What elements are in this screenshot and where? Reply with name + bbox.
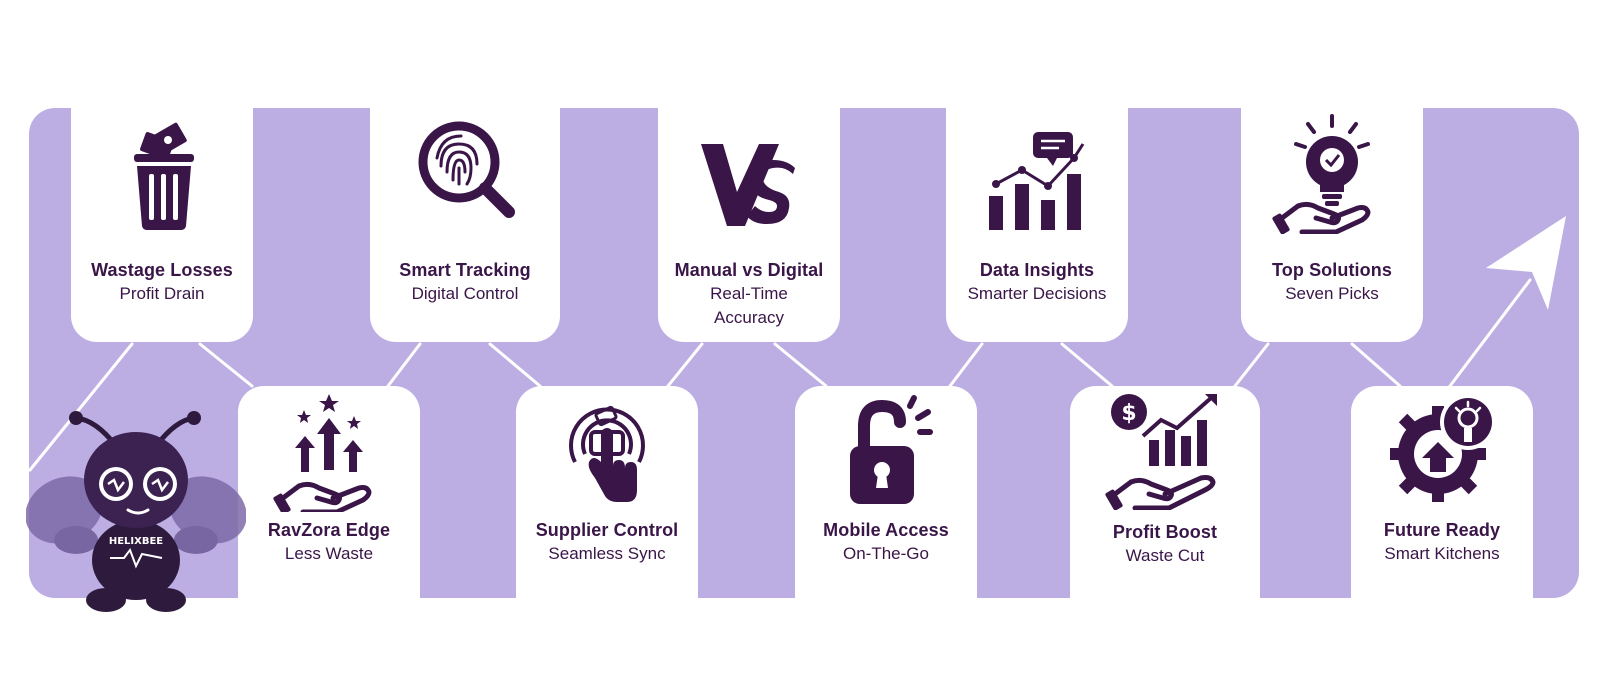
- step-card-ravzora-edge: RavZora Edge Less Waste: [238, 386, 420, 598]
- step-title: Wastage Losses: [91, 260, 233, 280]
- svg-text:$: $: [1121, 401, 1136, 426]
- step-title: Data Insights: [979, 260, 1095, 280]
- hand-lightbulb-gear-icon: [1272, 114, 1392, 235]
- step-title: Smart Tracking: [399, 260, 531, 280]
- step-card-smart-tracking: Smart Tracking Digital Control: [370, 108, 560, 342]
- gear-lightbulb-icon: [1382, 392, 1502, 512]
- step-card-top-solutions: Top Solutions Seven Picks: [1241, 108, 1423, 342]
- versus-icon: [689, 114, 809, 234]
- step-subtitle: Smart Kitchens: [1384, 544, 1500, 563]
- step-card-manual-vs-digital: Manual vs Digital Real-Time Accuracy: [658, 108, 840, 342]
- step-title: Profit Boost: [1112, 522, 1218, 542]
- step-subtitle: Seamless Sync: [548, 544, 666, 563]
- step-card-future-ready: Future Ready Smart Kitchens: [1351, 386, 1533, 598]
- step-title: RavZora Edge: [267, 520, 391, 540]
- mascot-shirt-text: HELIXBEE: [109, 536, 163, 547]
- step-title: Mobile Access: [823, 520, 949, 540]
- fingerprint-magnifier-icon: [405, 114, 525, 234]
- hand-growth-arrows-icon: [269, 392, 389, 515]
- hand-dollar-chart-icon: $: [1105, 390, 1225, 511]
- step-title: Top Solutions: [1272, 260, 1392, 280]
- step-card-wastage-losses: Wastage Losses Profit Drain: [71, 108, 253, 342]
- step-card-mobile-access: Mobile Access On-The-Go: [795, 386, 977, 598]
- step-card-data-insights: Data Insights Smarter Decisions: [946, 108, 1128, 342]
- step-title: Manual vs Digital: [674, 260, 824, 280]
- touch-tap-icon: [547, 392, 667, 512]
- unlocked-padlock-icon: [826, 392, 946, 512]
- step-subtitle: Real-Time Accuracy: [710, 284, 788, 327]
- step-subtitle: Profit Drain: [119, 284, 205, 303]
- step-title: Supplier Control: [535, 520, 679, 540]
- bar-chart-insight-icon: [977, 114, 1097, 234]
- step-subtitle: Smarter Decisions: [967, 284, 1107, 303]
- step-subtitle: Less Waste: [284, 544, 374, 563]
- bee-mascot-icon: HELIXBEE: [26, 411, 246, 612]
- step-title: Future Ready: [1383, 520, 1501, 540]
- step-card-supplier-control: Supplier Control Seamless Sync: [516, 386, 698, 598]
- step-subtitle: On-The-Go: [843, 544, 929, 563]
- step-subtitle: Waste Cut: [1125, 546, 1205, 565]
- step-card-profit-boost: $ Profit Boost Waste Cut: [1070, 386, 1260, 598]
- trash-bin-money-icon: [102, 114, 222, 234]
- step-subtitle: Seven Picks: [1285, 284, 1379, 303]
- step-subtitle: Digital Control: [411, 284, 519, 303]
